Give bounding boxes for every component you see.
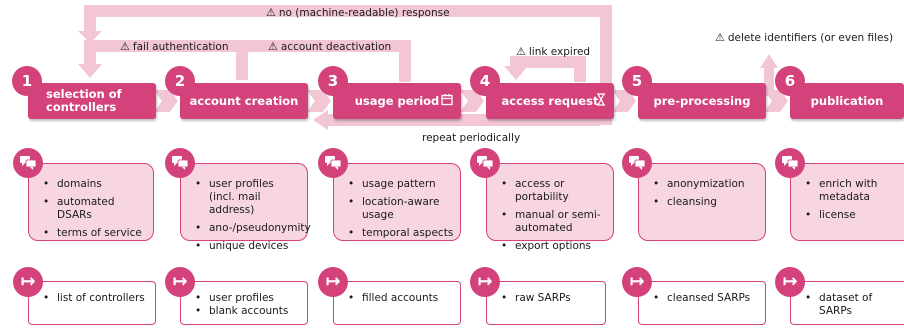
chevron-1-2: [154, 90, 178, 112]
chevron-3-4: [460, 90, 484, 112]
hourglass-icon: [596, 93, 606, 109]
chevron-2-3: [307, 90, 331, 112]
consideration-item: export options: [501, 240, 607, 253]
output-arrow-icon: ↦: [775, 267, 805, 297]
consideration-item: enrich with metadata: [805, 178, 898, 204]
step-5-number: 5: [622, 66, 652, 96]
speech-bubble-icon: [318, 148, 348, 178]
fail-auth-label: ⚠fail authentication: [120, 40, 229, 53]
output-arrow-icon: ↦: [318, 267, 348, 297]
delete-ids-arrowhead: [760, 54, 778, 68]
step-5-box: pre-processing: [638, 83, 766, 119]
step-4-box: access request: [486, 83, 614, 119]
considerations-card-5: anonymization cleansing: [638, 163, 766, 241]
step-2-number: 2: [165, 66, 195, 96]
output-arrow-icon: ↦: [13, 267, 43, 297]
considerations-card-2: user profiles (incl. mail address) ano-/p…: [180, 163, 311, 253]
account-deactivation-label: ⚠account deactivation: [268, 40, 392, 53]
step-1-number: 1: [12, 66, 42, 96]
consideration-item: domains: [43, 178, 147, 191]
output-card-1: list of controllers: [28, 281, 156, 325]
consideration-item: access or portability: [501, 178, 607, 204]
output-item: cleansed SARPs: [653, 292, 759, 305]
output-arrow-icon: ↦: [165, 267, 195, 297]
step-6-box: publication: [790, 83, 904, 119]
calendar-icon: [441, 94, 453, 109]
no-response-loop: [84, 5, 612, 125]
consideration-item: location-aware usage: [348, 196, 454, 222]
step-6-number: 6: [775, 66, 805, 96]
chevron-4-5: [612, 90, 636, 112]
consideration-item: ano-/pseudonymity: [195, 222, 311, 235]
step-2-box: account creation: [180, 83, 308, 119]
delete-ids-label: ⚠delete identifiers (or even files): [715, 31, 894, 44]
fail-auth-loop: [84, 40, 248, 80]
step-1-box: selection of controllers: [28, 83, 156, 119]
repeat-label: repeat periodically: [422, 132, 521, 144]
considerations-card-6: enrich with metadata license: [790, 163, 904, 241]
output-item: dataset of SARPs: [805, 292, 898, 318]
speech-bubble-icon: [775, 148, 805, 178]
speech-bubble-icon: [13, 148, 43, 178]
no-response-arrowhead: [78, 31, 102, 43]
considerations-card-3: usage pattern location-aware usage tempora…: [333, 163, 461, 241]
considerations-card-1: domains automated DSARs terms of service: [28, 163, 154, 241]
output-card-4: raw SARPs: [486, 281, 606, 325]
no-response-label: ⚠no (machine-readable) response: [266, 6, 450, 19]
link-expired-label: ⚠link expired: [516, 45, 591, 58]
considerations-card-4: access or portability manual or semi-auto…: [486, 163, 614, 253]
consideration-item: manual or semi-automated: [501, 209, 607, 235]
output-card-3: filled accounts: [333, 281, 461, 325]
account-deactivation-loop: [236, 40, 411, 82]
consideration-item: temporal aspects: [348, 227, 454, 240]
link-expired-arrowhead: [504, 66, 528, 80]
output-arrow-icon: ↦: [470, 267, 500, 297]
repeat-arrowhead: [313, 110, 328, 130]
speech-bubble-icon: [470, 148, 500, 178]
speech-bubble-icon: [622, 148, 652, 178]
link-expired-loop: [510, 56, 586, 82]
consideration-item: usage pattern: [348, 178, 454, 191]
consideration-item: license: [805, 209, 898, 222]
output-item: filled accounts: [348, 292, 454, 305]
output-card-2: user profilesblank accounts: [180, 281, 308, 325]
step-4-number: 4: [470, 66, 500, 96]
output-item: user profiles: [195, 292, 301, 305]
output-arrow-icon: ↦: [622, 267, 652, 297]
consideration-item: user profiles (incl. mail address): [195, 178, 301, 217]
consideration-item: automated DSARs: [43, 196, 147, 222]
consideration-item: unique devices: [195, 240, 301, 253]
delete-ids-stem: [764, 66, 774, 96]
step-3-number: 3: [318, 66, 348, 96]
step-3-box: usage period: [333, 83, 461, 119]
speech-bubble-icon: [165, 148, 195, 178]
chevron-5-6: [764, 90, 788, 112]
fail-auth-arrowhead: [78, 64, 102, 78]
consideration-item: anonymization: [653, 178, 759, 191]
output-card-5: cleansed SARPs: [638, 281, 766, 325]
output-item: raw SARPs: [501, 292, 599, 305]
output-card-6: dataset of SARPs: [790, 281, 904, 325]
output-item: list of controllers: [43, 292, 149, 305]
output-item: blank accounts: [195, 305, 301, 318]
consideration-item: terms of service: [43, 227, 147, 240]
consideration-item: cleansing: [653, 196, 759, 209]
